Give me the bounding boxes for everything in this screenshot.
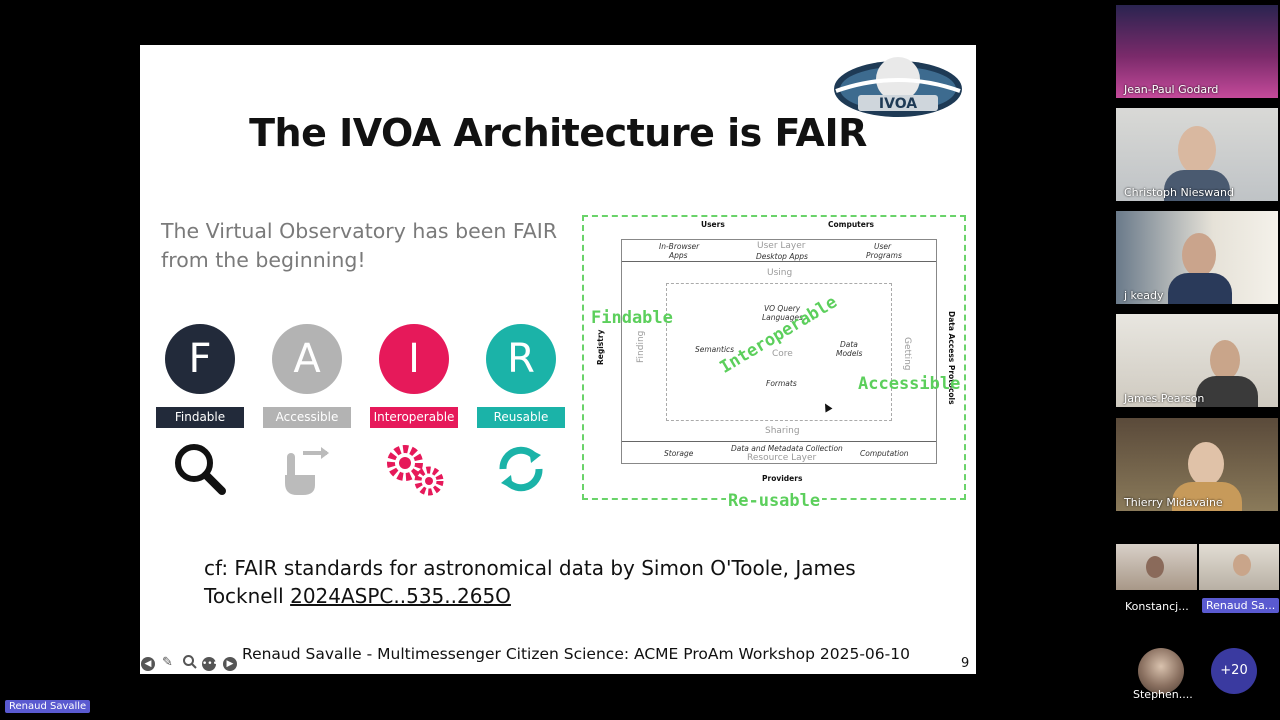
diagram-sharing: Sharing	[765, 426, 800, 436]
diagram-in-browser: In-Browser	[659, 242, 700, 251]
diagram-registry: Registry	[596, 329, 605, 365]
fair-tag-findable: Findable	[156, 407, 244, 428]
diagram-user-layer: User Layer	[757, 241, 806, 251]
presentation-slide: IVOA The IVOA Architecture is FAIR The V…	[140, 45, 976, 674]
citation-prefix: Tocknell	[204, 584, 291, 608]
participant-face	[1178, 126, 1216, 174]
diagram-data-metadata: Data and Metadata Collection	[731, 444, 843, 453]
citation-link[interactable]: 2024ASPC..535..265O	[290, 584, 511, 608]
diagram-models: Models	[836, 349, 863, 358]
citation-line-1: cf: FAIR standards for astronomical data…	[204, 556, 856, 580]
more-participants-button[interactable]: +20	[1211, 648, 1257, 694]
diagram-divider-top	[622, 261, 936, 262]
avatar-name: Stephen....	[1133, 688, 1193, 701]
participant-face	[1182, 233, 1216, 277]
participant-name: Jean-Paul Godard	[1124, 83, 1219, 96]
logo-text: IVOA	[879, 96, 917, 112]
diagram-formats: Formats	[766, 379, 797, 388]
diagram-finding: Finding	[636, 330, 646, 363]
small-participant-tile[interactable]	[1199, 544, 1279, 590]
diagram-providers: Providers	[762, 474, 803, 483]
fair-tag-interoperable: Interoperable	[370, 407, 458, 428]
slide-title: The IVOA Architecture is FAIR	[249, 111, 867, 155]
participant-tile[interactable]: Thierry Midavaine	[1116, 418, 1278, 511]
overlay-reusable: Re-usable	[726, 491, 823, 511]
small-participant-tile[interactable]	[1116, 544, 1197, 590]
intro-text: The Virtual Observatory has been FAIR fr…	[161, 217, 581, 275]
diagram-frame	[621, 239, 937, 464]
diagram-programs: Programs	[866, 251, 902, 260]
fair-tag-accessible: Accessible	[263, 407, 351, 428]
diagram-apps: Apps	[669, 251, 688, 260]
diagram-using: Using	[767, 268, 793, 278]
participant-name: James.Pearson	[1124, 392, 1205, 405]
gears-icon	[383, 439, 444, 499]
diagram-core-box	[666, 283, 892, 421]
participant-tile[interactable]: Christoph Nieswand	[1116, 108, 1278, 201]
citation: cf: FAIR standards for astronomical data…	[204, 554, 856, 610]
citation-line-2: Tocknell 2024ASPC..535..265O	[204, 582, 856, 610]
fair-circle-a: A	[272, 324, 342, 394]
avatar[interactable]	[1138, 648, 1184, 694]
diagram-resource-layer: Resource Layer	[747, 453, 817, 463]
cycle-arrows-icon	[491, 439, 551, 499]
intro-line-2: from the beginning!	[161, 248, 366, 272]
fair-circle-i: I	[379, 324, 449, 394]
more-options-icon[interactable]: •••	[202, 657, 218, 671]
diagram-computers: Computers	[828, 220, 875, 229]
participant-tile[interactable]: Jean-Paul Godard	[1116, 5, 1278, 98]
diagram-data: Data	[840, 340, 858, 349]
overlay-findable: Findable	[591, 308, 673, 328]
magnifier-icon	[170, 439, 230, 499]
diagram-storage: Storage	[664, 449, 694, 458]
diagram-user: User	[874, 242, 892, 251]
participant-name: Christoph Nieswand	[1124, 186, 1234, 199]
participant-body	[1164, 170, 1230, 201]
small-tile-name: Konstancj...	[1125, 600, 1189, 613]
participant-face	[1146, 556, 1164, 578]
participant-body	[1168, 273, 1232, 304]
overlay-accessible: Accessible	[858, 374, 961, 394]
pen-icon[interactable]: ✎	[162, 655, 173, 670]
slide-number: 9	[961, 656, 970, 671]
participant-body	[1172, 482, 1242, 511]
diagram-languages: Languages	[762, 313, 803, 322]
diagram-core: Core	[772, 349, 793, 359]
fair-letter-f: F	[165, 324, 235, 394]
presenter-label: Renaud Savalle	[5, 700, 91, 713]
ivoa-logo: IVOA	[832, 51, 964, 119]
small-tile-name-active: Renaud Sa...	[1202, 598, 1280, 613]
zoom-icon[interactable]	[182, 654, 198, 670]
architecture-diagram: Users Computers In-Browser Apps User Lay…	[582, 215, 966, 511]
previous-slide-icon[interactable]: ◀	[141, 657, 155, 671]
participant-face	[1233, 554, 1251, 576]
diagram-getting: Getting	[902, 337, 912, 371]
fair-circle-r: R	[486, 324, 556, 394]
diagram-computation: Computation	[860, 449, 909, 458]
fair-letter-r: R	[486, 324, 556, 394]
fair-letter-i: I	[379, 324, 449, 394]
diagram-users: Users	[701, 220, 725, 229]
participant-name: j keady	[1124, 289, 1164, 302]
participant-tile[interactable]: James.Pearson	[1116, 314, 1278, 407]
diagram-vo-query: VO Query	[764, 304, 801, 313]
participant-tile[interactable]: j keady	[1116, 211, 1278, 304]
next-slide-icon[interactable]: ▶	[223, 657, 237, 671]
participant-face	[1188, 442, 1224, 486]
diagram-desktop-apps: Desktop Apps	[756, 252, 808, 261]
fair-letter-a: A	[272, 324, 342, 394]
participant-body	[1196, 376, 1258, 407]
pointing-hand-icon	[277, 439, 337, 499]
fair-tag-reusable: Reusable	[477, 407, 565, 428]
diagram-divider-bottom	[622, 441, 936, 442]
intro-line-1: The Virtual Observatory has been FAIR	[161, 219, 558, 243]
participant-name: Thierry Midavaine	[1124, 496, 1223, 509]
slide-footer: Renaud Savalle - Multimessenger Citizen …	[242, 645, 910, 663]
participant-face	[1210, 340, 1240, 380]
diagram-semantics: Semantics	[695, 345, 735, 354]
fair-circle-f: F	[165, 324, 235, 394]
